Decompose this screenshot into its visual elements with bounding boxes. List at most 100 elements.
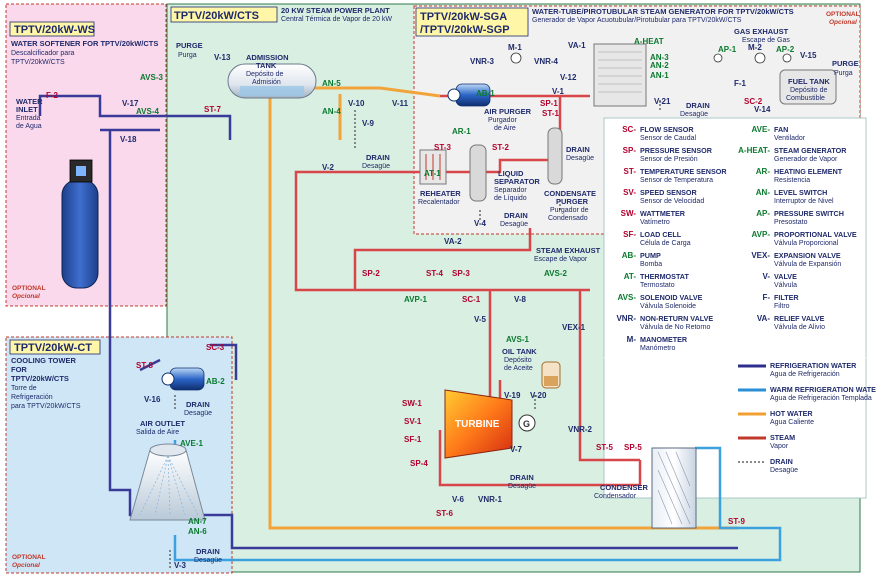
svg-text:OIL TANK: OIL TANK (502, 347, 537, 356)
legend-code: A-HEAT- (738, 146, 770, 155)
svg-text:Desagüe: Desagüe (566, 155, 594, 162)
svg-text:F-2: F-2 (46, 91, 59, 100)
ws-title: TPTV/20kW-WS (14, 24, 95, 36)
svg-text:AR-1: AR-1 (452, 127, 471, 136)
oil-tank (541, 361, 561, 389)
legend-name: RELIEF VALVE (774, 314, 825, 323)
svg-text:SW-1: SW-1 (402, 399, 422, 408)
svg-text:de Aire: de Aire (494, 125, 516, 132)
svg-text:VEX-1: VEX-1 (562, 323, 586, 332)
legend-name: MANOMETER (640, 335, 688, 344)
svg-text:F-1: F-1 (734, 79, 747, 88)
svg-text:CONDENSATE: CONDENSATE (544, 189, 596, 198)
sga-title-group: TPTV/20kW-SGA /TPTV/20kW-SGP WATER-TUBE/… (415, 7, 860, 37)
svg-text:INLET: INLET (16, 105, 38, 114)
sga-title1: TPTV/20kW-SGA (420, 11, 507, 23)
svg-text:AN-3: AN-3 (650, 53, 669, 62)
legend-line-name-es: Vapor (770, 443, 789, 450)
svg-text:V-9: V-9 (362, 119, 375, 128)
svg-text:V-4: V-4 (474, 219, 487, 228)
svg-text:ST-6: ST-6 (436, 509, 453, 518)
legend-name: VALVE (774, 272, 797, 281)
pump-ab2 (161, 367, 205, 391)
legend-code: AN- (756, 188, 771, 197)
svg-text:Purga: Purga (178, 52, 197, 59)
svg-text:Purga: Purga (834, 70, 853, 77)
svg-text:DRAIN: DRAIN (366, 153, 390, 162)
legend-code: F- (762, 293, 770, 302)
svg-text:V-19: V-19 (504, 391, 521, 400)
legend-name: FAN (774, 125, 788, 134)
ws-desc2: Descalcificador para (11, 50, 75, 57)
reheater (419, 149, 447, 185)
legend-name: PRESSURE SWITCH (774, 209, 844, 218)
svg-text:Desagüe: Desagüe (680, 111, 708, 118)
legend-code: SV- (623, 188, 636, 197)
svg-text:PURGER: PURGER (556, 197, 589, 206)
svg-text:V-6: V-6 (452, 495, 465, 504)
cts-title-group: TPTV/20kW/CTS 20 KW STEAM POWER PLANT Ce… (170, 6, 392, 23)
svg-text:AP-2: AP-2 (776, 45, 795, 54)
legend-name-es: Sensor de Velocidad (640, 198, 704, 205)
pump-ab1 (447, 83, 491, 107)
svg-text:Desagüe: Desagüe (362, 163, 390, 170)
ct-optional2: Opcional (12, 562, 40, 569)
legend-name-es: Generador de Vapor (774, 156, 838, 163)
svg-text:VNR-3: VNR-3 (470, 57, 495, 66)
svg-text:Desagüe: Desagüe (194, 557, 222, 564)
turbine-label: TURBINE (455, 419, 500, 430)
svg-text:AIR OUTLET: AIR OUTLET (140, 419, 185, 428)
svg-text:V-11: V-11 (392, 99, 409, 108)
legend-name: TEMPERATURE SENSOR (640, 167, 727, 176)
svg-text:ST-9: ST-9 (728, 517, 745, 526)
svg-text:AVS-3: AVS-3 (140, 73, 164, 82)
legend-name: WATTMETER (640, 209, 686, 218)
ct-desc1: COOLING TOWER (11, 356, 76, 365)
svg-text:AN-4: AN-4 (322, 107, 341, 116)
legend-code: AB- (622, 251, 637, 260)
ct-title-group: TPTV/20kW-CT COOLING TOWER FOR TPTV/20kW… (9, 339, 101, 569)
ws-title-group: TPTV/20kW-WS WATER SOFTENER FOR TPTV/20k… (9, 21, 158, 300)
svg-text:DRAIN: DRAIN (686, 101, 710, 110)
svg-text:ADMISSION: ADMISSION (246, 53, 289, 62)
cts-desc1: 20 KW STEAM POWER PLANT (281, 6, 390, 15)
ct-desc6: para TPTV/20kW/CTS (11, 403, 81, 410)
legend-code: VNR- (616, 314, 636, 323)
svg-text:SP-3: SP-3 (452, 269, 470, 278)
legend-code: SC- (622, 125, 636, 134)
svg-text:AVE-1: AVE-1 (180, 439, 204, 448)
pipes-hot-water (268, 86, 738, 530)
svg-text:VA-2: VA-2 (444, 237, 462, 246)
legend-code: AP- (756, 209, 770, 218)
legend-line-name: WARM REFRIGERATION WATER (770, 385, 876, 394)
svg-text:AN-5: AN-5 (322, 79, 341, 88)
legend-line-name: REFRIGERATION WATER (770, 361, 857, 370)
svg-text:SP-5: SP-5 (624, 443, 642, 452)
svg-text:SC-2: SC-2 (744, 97, 763, 106)
generator-label: G (523, 419, 530, 429)
svg-text:V-1: V-1 (552, 87, 565, 96)
svg-text:Separador: Separador (494, 187, 527, 194)
svg-text:V-15: V-15 (800, 51, 817, 60)
svg-text:AB-1: AB-1 (476, 89, 495, 98)
svg-text:PURGE: PURGE (832, 59, 859, 68)
svg-text:ST-1: ST-1 (542, 109, 559, 118)
svg-text:AT-1: AT-1 (424, 169, 441, 178)
legend-box (603, 117, 867, 499)
svg-text:CONDENSER: CONDENSER (600, 483, 649, 492)
svg-text:V-18: V-18 (120, 135, 137, 144)
liquid-separator (469, 144, 487, 202)
steam-generator (593, 43, 647, 107)
legend-name-es: Bomba (640, 261, 662, 268)
svg-text:REHEATER: REHEATER (420, 189, 461, 198)
legend-name: NON-RETURN VALVE (640, 314, 713, 323)
svg-text:ST-2: ST-2 (492, 143, 509, 152)
admission-tank (227, 63, 317, 99)
svg-text:PURGE: PURGE (176, 41, 203, 50)
svg-text:DRAIN: DRAIN (510, 473, 534, 482)
legend-name: FLOW SENSOR (640, 125, 694, 134)
legend-name: SOLENOID VALVE (640, 293, 703, 302)
